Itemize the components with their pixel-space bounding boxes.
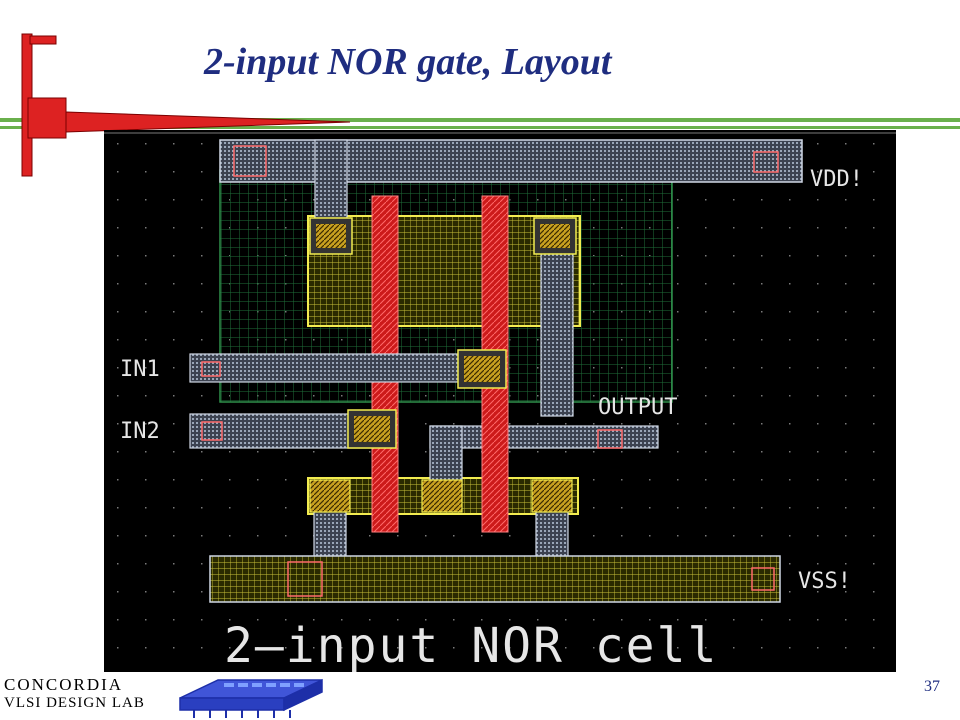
slide-title: 2-input NOR gate, Layout: [204, 41, 612, 83]
in2-poly-contact-cut: [354, 416, 390, 442]
vss-contact-right: [751, 567, 775, 591]
layout-view: VDD! VSS! IN1 IN2 OUTPUT 2—input NOR cel…: [104, 130, 896, 672]
in1-poly-contact-cut: [464, 356, 500, 382]
vss-contact-left: [287, 561, 323, 597]
output-metal-horizontal: [429, 425, 659, 449]
cell-name-label: 2—input NOR cell: [224, 618, 718, 672]
output-pin-box: [597, 429, 623, 449]
chip-icon: [179, 678, 323, 718]
red-pointer: [65, 111, 351, 133]
output-label: OUTPUT: [598, 395, 677, 420]
pmos-contact-left-cut: [316, 224, 346, 248]
in1-metal: [189, 353, 505, 383]
vdd-contact-left: [233, 145, 267, 177]
vss-rail: [209, 555, 781, 603]
vdd-contact-right: [753, 151, 779, 173]
lab-logo-text: CONCORDIA VLSI DESIGN LAB: [4, 676, 145, 712]
in2-pin-box: [201, 421, 223, 441]
lab-name-line2: VLSI DESIGN LAB: [4, 695, 145, 711]
vdd-label: VDD!: [810, 167, 863, 192]
red-bar-top: [29, 35, 57, 45]
title-decoration: [0, 33, 960, 177]
page-number: 37: [924, 678, 940, 695]
nmos-contact-right: [531, 479, 573, 513]
red-square: [27, 97, 67, 139]
nmos-contact-middle: [421, 479, 463, 513]
pmos-contact-right-cut: [540, 224, 570, 248]
in1-pin-box: [201, 361, 221, 377]
vdd-rail: [219, 139, 803, 183]
nmos-contact-left: [309, 479, 351, 513]
in1-label: IN1: [120, 357, 160, 382]
accent-line-lower: [0, 126, 960, 129]
pmos-drain-strap: [540, 225, 574, 417]
vss-label: VSS!: [798, 569, 851, 594]
lab-name-line1: CONCORDIA: [4, 675, 124, 694]
accent-line-upper: [0, 118, 960, 122]
in2-label: IN2: [120, 419, 160, 444]
